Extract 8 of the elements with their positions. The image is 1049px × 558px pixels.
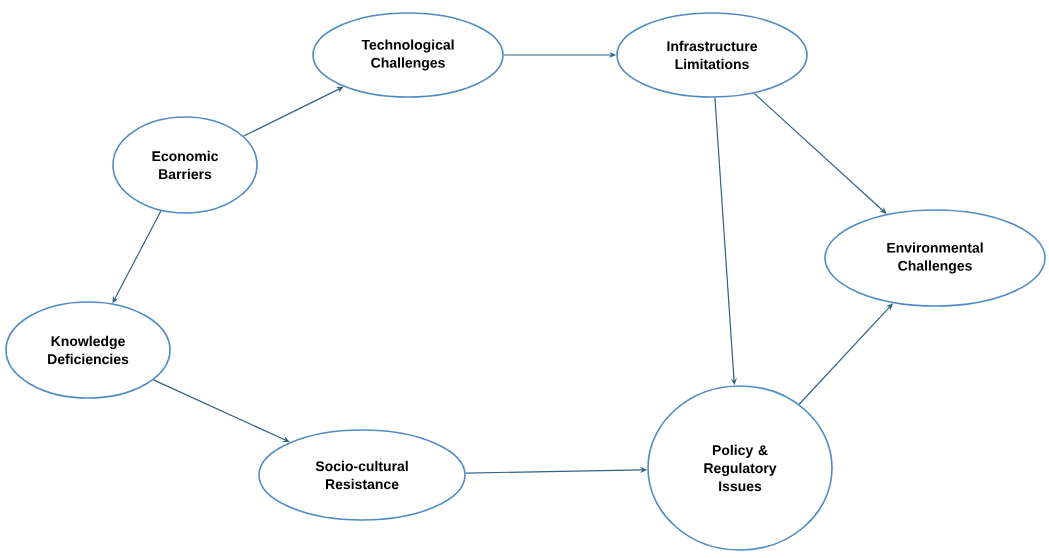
ellipse-node: Socio-cultural Resistance — [258, 429, 466, 521]
ellipse-node: Economic Barriers — [112, 116, 258, 214]
ellipse-node: Policy & Regulatory Issues — [647, 385, 833, 551]
ellipse-node: Environmental Challenges — [824, 209, 1046, 307]
ellipse-node: Knowledge Deficiencies — [5, 301, 171, 399]
ellipse-node: Technological Challenges — [312, 12, 504, 98]
arrow — [152, 379, 290, 443]
ellipse-node: Infrastructure Limitations — [616, 12, 808, 98]
